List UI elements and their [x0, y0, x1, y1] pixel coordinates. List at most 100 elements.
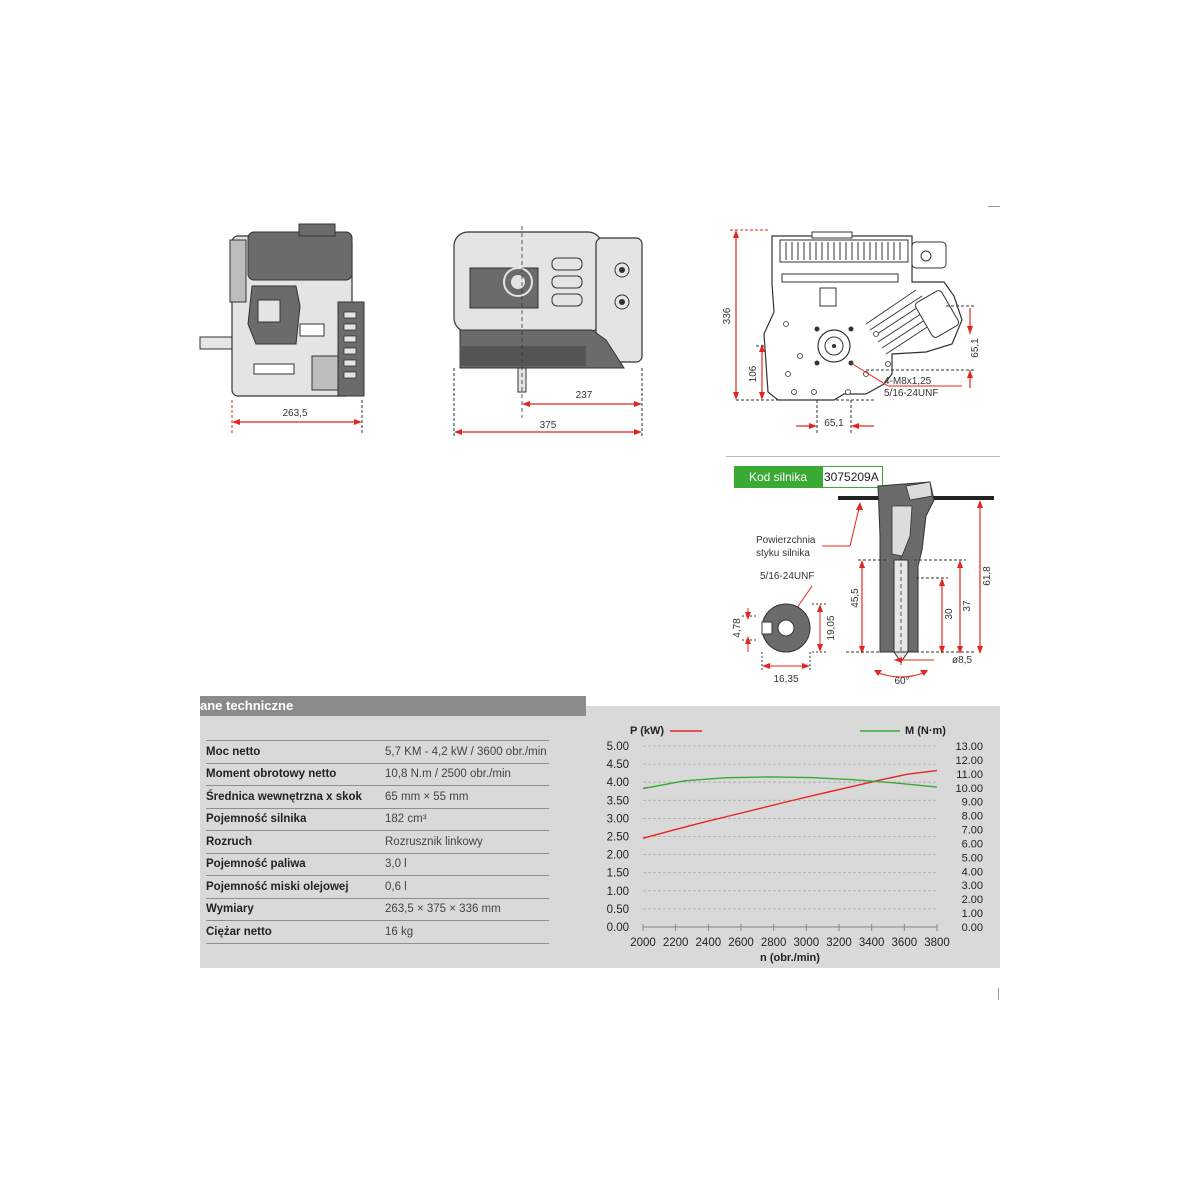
y-right-tick-label: 9.00 [962, 797, 983, 809]
spec-value: 3,0 l [385, 853, 549, 876]
x-tick-label: 2800 [761, 937, 787, 949]
engine-code-value: 3075209A [822, 466, 883, 488]
dim-key-height-label: 16,35 [773, 674, 798, 685]
y-left-tick-label: 1.50 [607, 868, 629, 880]
y-right-tick-label: 2.00 [962, 894, 983, 906]
section-rule [726, 456, 1000, 457]
x-tick-label: 3200 [826, 937, 852, 949]
contact-surface-label-1: Powierzchnia [756, 535, 816, 546]
spec-value: 65 mm × 55 mm [385, 785, 549, 809]
x-tick-label: 3000 [794, 937, 820, 949]
spec-value: 16 kg [385, 920, 549, 944]
y-left-tick-label: 1.00 [607, 886, 629, 898]
dim-shaft-offset-label: 237 [576, 390, 593, 401]
dim-shaft-diameter-label: 19,05 [826, 615, 837, 640]
bolt-spec-label: 4-M8x1,25 [884, 376, 932, 387]
y-left-tick-label: 4.00 [607, 777, 629, 789]
spec-label: Moment obrotowy netto [206, 763, 385, 786]
engine-front-view-drawing: 336 106 65,1 4- [722, 229, 981, 434]
y-right-axis-label: M (N·m) [905, 725, 946, 737]
y-left-tick-label: 2.00 [607, 850, 629, 862]
y-left-tick-label: 3.00 [607, 813, 629, 825]
y-left-tick-label: 0.50 [607, 904, 629, 916]
spec-header: ane techniczne [200, 696, 586, 716]
spec-value: 0,6 l [385, 875, 549, 899]
y-left-tick-label: 5.00 [607, 741, 629, 753]
page-edge-mark [988, 206, 1000, 207]
shaft-thread-label-2: 5/16-24UNF [760, 571, 814, 582]
spec-label: Średnica wewnętrzna x skok [206, 785, 385, 809]
y-right-tick-label: 3.00 [962, 880, 983, 892]
x-tick-label: 2400 [696, 937, 722, 949]
dim-mount-vertical-label: 65,1 [970, 338, 981, 358]
y-right-tick-label: 6.00 [962, 838, 983, 850]
spec-value: 263,5 × 375 × 336 mm [385, 898, 549, 921]
performance-chart: 5.00 4.50 4.00 3.50 3.00 2.50 2.00 1.50 1.00 0.50… [607, 725, 983, 964]
y-right-tick-label: 8.00 [962, 811, 983, 823]
y-right-tick-label: 13.00 [955, 741, 983, 753]
spec-label: Pojemność miski olejowej [206, 875, 385, 899]
x-tick-label: 3400 [859, 937, 885, 949]
x-tick-label: 2000 [630, 937, 656, 949]
spec-label: Pojemność paliwa [206, 853, 385, 876]
x-tick-label: 2600 [728, 937, 754, 949]
page-edge-mark-bottom [998, 988, 999, 1000]
spec-label: Pojemność silnika [206, 808, 385, 831]
dim-45-5-label: 45,5 [850, 588, 861, 608]
y-right-tick-label: 1.00 [962, 908, 983, 920]
spec-label: Ciężar netto [206, 920, 385, 944]
dim-mount-height-label: 106 [748, 365, 759, 382]
spec-title: ane techniczne [200, 698, 294, 713]
y-right-tick-label: 11.00 [956, 769, 983, 781]
spec-label: Rozruch [206, 830, 385, 854]
x-axis-label: n (obr./min) [760, 952, 820, 964]
dim-keyway-label: 4,78 [732, 618, 743, 638]
engine-code-box: Kod silnika 3075209A [734, 466, 883, 488]
y-right-tick-label: 5.00 [962, 852, 983, 864]
x-tick-label: 3600 [892, 937, 918, 949]
spec-label: Moc netto [206, 740, 385, 764]
dim-length-label: 375 [540, 420, 557, 431]
y-left-tick-label: 3.50 [607, 795, 629, 807]
dim-angle-label: 60° [894, 676, 909, 687]
spec-value: 10,8 N.m / 2500 obr./min [385, 763, 549, 786]
y-left-tick-label: 2.50 [607, 832, 629, 844]
engine-side-view-drawing: 263,5 [199, 223, 365, 434]
dim-mount-horizontal-label: 65,1 [824, 418, 844, 429]
x-tick-label: 2200 [663, 937, 689, 949]
y-left-tick-label: 0.00 [607, 922, 629, 934]
y-left-tick-label: 4.50 [607, 759, 629, 771]
spec-label: Wymiary [206, 898, 385, 921]
x-tick-label: 3800 [924, 937, 950, 949]
dim-30-label: 30 [944, 608, 955, 620]
y-right-tick-label: 10.00 [955, 783, 983, 795]
power-curve-line [642, 769, 938, 839]
contact-surface-label-2: styku silnika [756, 548, 810, 559]
spec-value: Rozrusznik linkowy [385, 830, 549, 854]
spec-value: 5,7 KM - 4,2 kW / 3600 obr./min [385, 740, 549, 764]
shaft-thread-label: 5/16-24UNF [884, 388, 938, 399]
shaft-detail-drawing: Powierzchnia styku silnika 61,8 37 30 45… [732, 481, 994, 687]
y-right-tick-label: 4.00 [962, 866, 983, 878]
dim-61-8-label: 61,8 [982, 566, 993, 586]
dim-bore-label: ø8,5 [952, 655, 972, 666]
engine-top-view-drawing: 237 375 [453, 226, 643, 436]
dim-height-label: 336 [722, 307, 733, 324]
y-right-tick-label: 7.00 [962, 825, 983, 837]
spec-value: 182 cm³ [385, 808, 549, 831]
chart-panel [586, 706, 1000, 968]
y-left-axis-label: P (kW) [630, 725, 664, 737]
torque-curve-line [642, 776, 938, 790]
y-right-tick-label: 0.00 [962, 922, 983, 934]
dim-37-label: 37 [962, 600, 973, 612]
